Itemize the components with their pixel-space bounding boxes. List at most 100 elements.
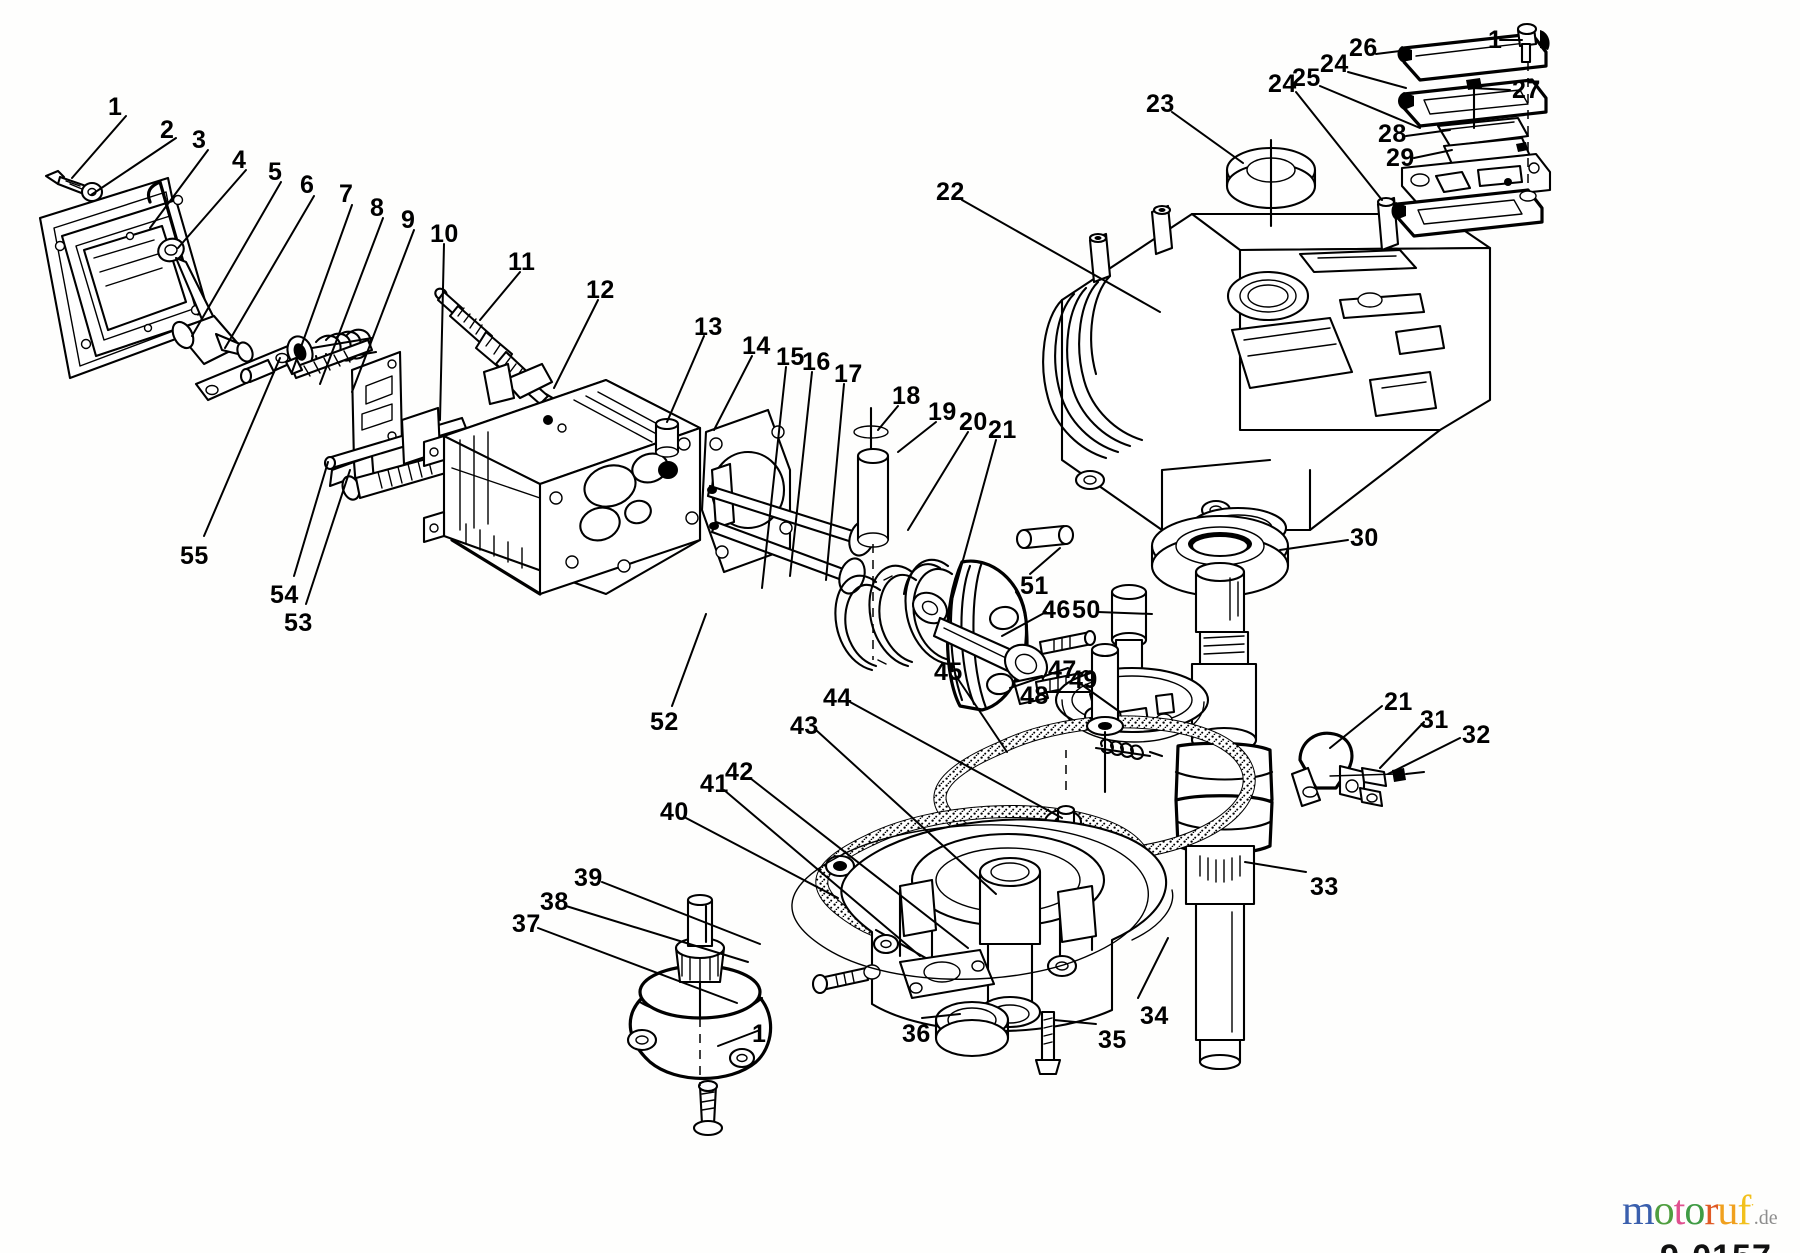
callout-number-15: 15 <box>776 343 805 371</box>
pin-item-51 <box>1015 524 1075 550</box>
callout-number-21: 21 <box>1384 688 1413 716</box>
leader-line-53 <box>305 469 351 605</box>
leader-line-8 <box>319 217 384 385</box>
callout-number-16: 16 <box>802 348 831 376</box>
leader-line-5 <box>191 181 282 337</box>
callout-number-28: 28 <box>1378 120 1407 148</box>
callout-number-35: 35 <box>1098 1026 1127 1054</box>
callout-number-1: 1 <box>108 93 123 121</box>
callout-number-5: 5 <box>268 158 283 186</box>
leader-line-23 <box>1171 111 1244 164</box>
callout-number-14: 14 <box>742 332 771 360</box>
callout-number-25: 25 <box>1292 64 1321 92</box>
callout-number-24: 24 <box>1268 70 1297 98</box>
leader-line-34 <box>1137 937 1169 999</box>
callout-number-17: 17 <box>834 360 863 388</box>
leader-line-17 <box>825 383 845 581</box>
callout-number-43: 43 <box>790 712 819 740</box>
callout-number-2: 2 <box>160 116 175 144</box>
leader-line-40 <box>685 817 839 899</box>
leader-line-24 <box>1295 91 1383 201</box>
callout-number-37: 37 <box>512 910 541 938</box>
leader-line-49 <box>1077 681 1121 713</box>
leader-line-52 <box>671 613 707 707</box>
watermark-letter: o <box>1684 1188 1705 1234</box>
callout-number-31: 31 <box>1420 706 1449 734</box>
leader-line-22 <box>961 199 1161 313</box>
leader-line-46 <box>1001 611 1047 637</box>
callout-number-26: 26 <box>1349 34 1378 62</box>
leader-line-36 <box>921 1013 961 1019</box>
base-flange-item-34 <box>791 824 1174 980</box>
leader-line-50 <box>1097 611 1153 615</box>
part-number-label: 9-0157 <box>1660 1238 1772 1253</box>
callout-number-7: 7 <box>339 180 354 208</box>
callout-number-41: 41 <box>700 770 729 798</box>
callout-number-40: 40 <box>660 798 689 826</box>
leader-line-39 <box>601 881 761 945</box>
callout-number-24: 24 <box>1320 50 1349 78</box>
leader-line-45 <box>955 675 1008 753</box>
callout-number-33: 33 <box>1310 873 1339 901</box>
callout-number-30: 30 <box>1350 524 1379 552</box>
watermark-letter: u <box>1717 1188 1738 1234</box>
leader-line-21 <box>1329 705 1383 749</box>
callout-number-9: 9 <box>401 206 416 234</box>
leader-line-44 <box>849 701 1063 819</box>
leader-line-29 <box>1413 149 1453 159</box>
leader-line-20 <box>907 431 969 531</box>
cylinder-head-item-12 <box>422 362 702 596</box>
callout-number-32: 32 <box>1462 721 1491 749</box>
leader-line-31 <box>1379 721 1425 769</box>
callout-number-49: 49 <box>1069 666 1098 694</box>
callout-number-46: 46 <box>1042 596 1071 624</box>
piston-pin-item-19 <box>856 447 890 660</box>
leader-line-10 <box>439 243 445 421</box>
crankcase-item-42 <box>811 818 1168 1076</box>
leader-line-51 <box>1029 547 1061 575</box>
leader-line-37 <box>537 927 738 1004</box>
leader-line-28 <box>1405 129 1451 137</box>
leader-line-4 <box>177 169 247 249</box>
screw-item-1 <box>44 169 104 203</box>
leader-line-12 <box>553 299 599 389</box>
dowel-pin-item-13 <box>654 417 680 458</box>
leader-line-38 <box>565 905 749 963</box>
callout-number-29: 29 <box>1386 144 1415 172</box>
leader-line-15 <box>761 366 787 589</box>
leader-line-30 <box>1279 539 1349 551</box>
watermark-letter: r <box>1704 1188 1718 1234</box>
callout-number-51: 51 <box>1020 572 1049 600</box>
callout-number-12: 12 <box>586 276 615 304</box>
watermark-letter: t <box>1673 1188 1686 1234</box>
callout-number-53: 53 <box>284 609 313 637</box>
breather-assembly-group <box>1391 22 1552 238</box>
leader-line-27 <box>1471 87 1511 91</box>
leader-line-16 <box>789 371 813 577</box>
callout-number-19: 19 <box>928 398 957 426</box>
leader-line-13 <box>666 335 705 423</box>
leader-lines <box>71 39 1523 1047</box>
leader-line-18 <box>877 405 899 431</box>
callout-number-48: 48 <box>1020 682 1049 710</box>
oil-seal-item-23 <box>1225 138 1317 228</box>
leader-line-35 <box>1053 1019 1097 1025</box>
governor-arm-group <box>1290 731 1426 808</box>
leader-line-54 <box>293 461 329 577</box>
connecting-rod-item-20 <box>911 591 1097 706</box>
leader-line-14 <box>713 355 753 431</box>
watermark-letter: o <box>1653 1188 1675 1234</box>
leader-line-24 <box>1347 71 1407 89</box>
leader-line-6 <box>224 195 315 349</box>
leader-line-26 <box>1375 49 1409 55</box>
motoruf-watermark: motoruf·.de <box>1622 1190 1778 1232</box>
callout-number-39: 39 <box>574 864 603 892</box>
watermark-suffix: .de <box>1753 1207 1778 1229</box>
leader-line-1 <box>71 115 127 179</box>
callout-number-45: 45 <box>934 658 963 686</box>
leader-line-3 <box>149 149 209 229</box>
governor-spring-item-49 <box>1094 738 1164 760</box>
leader-line-25 <box>1319 85 1421 129</box>
